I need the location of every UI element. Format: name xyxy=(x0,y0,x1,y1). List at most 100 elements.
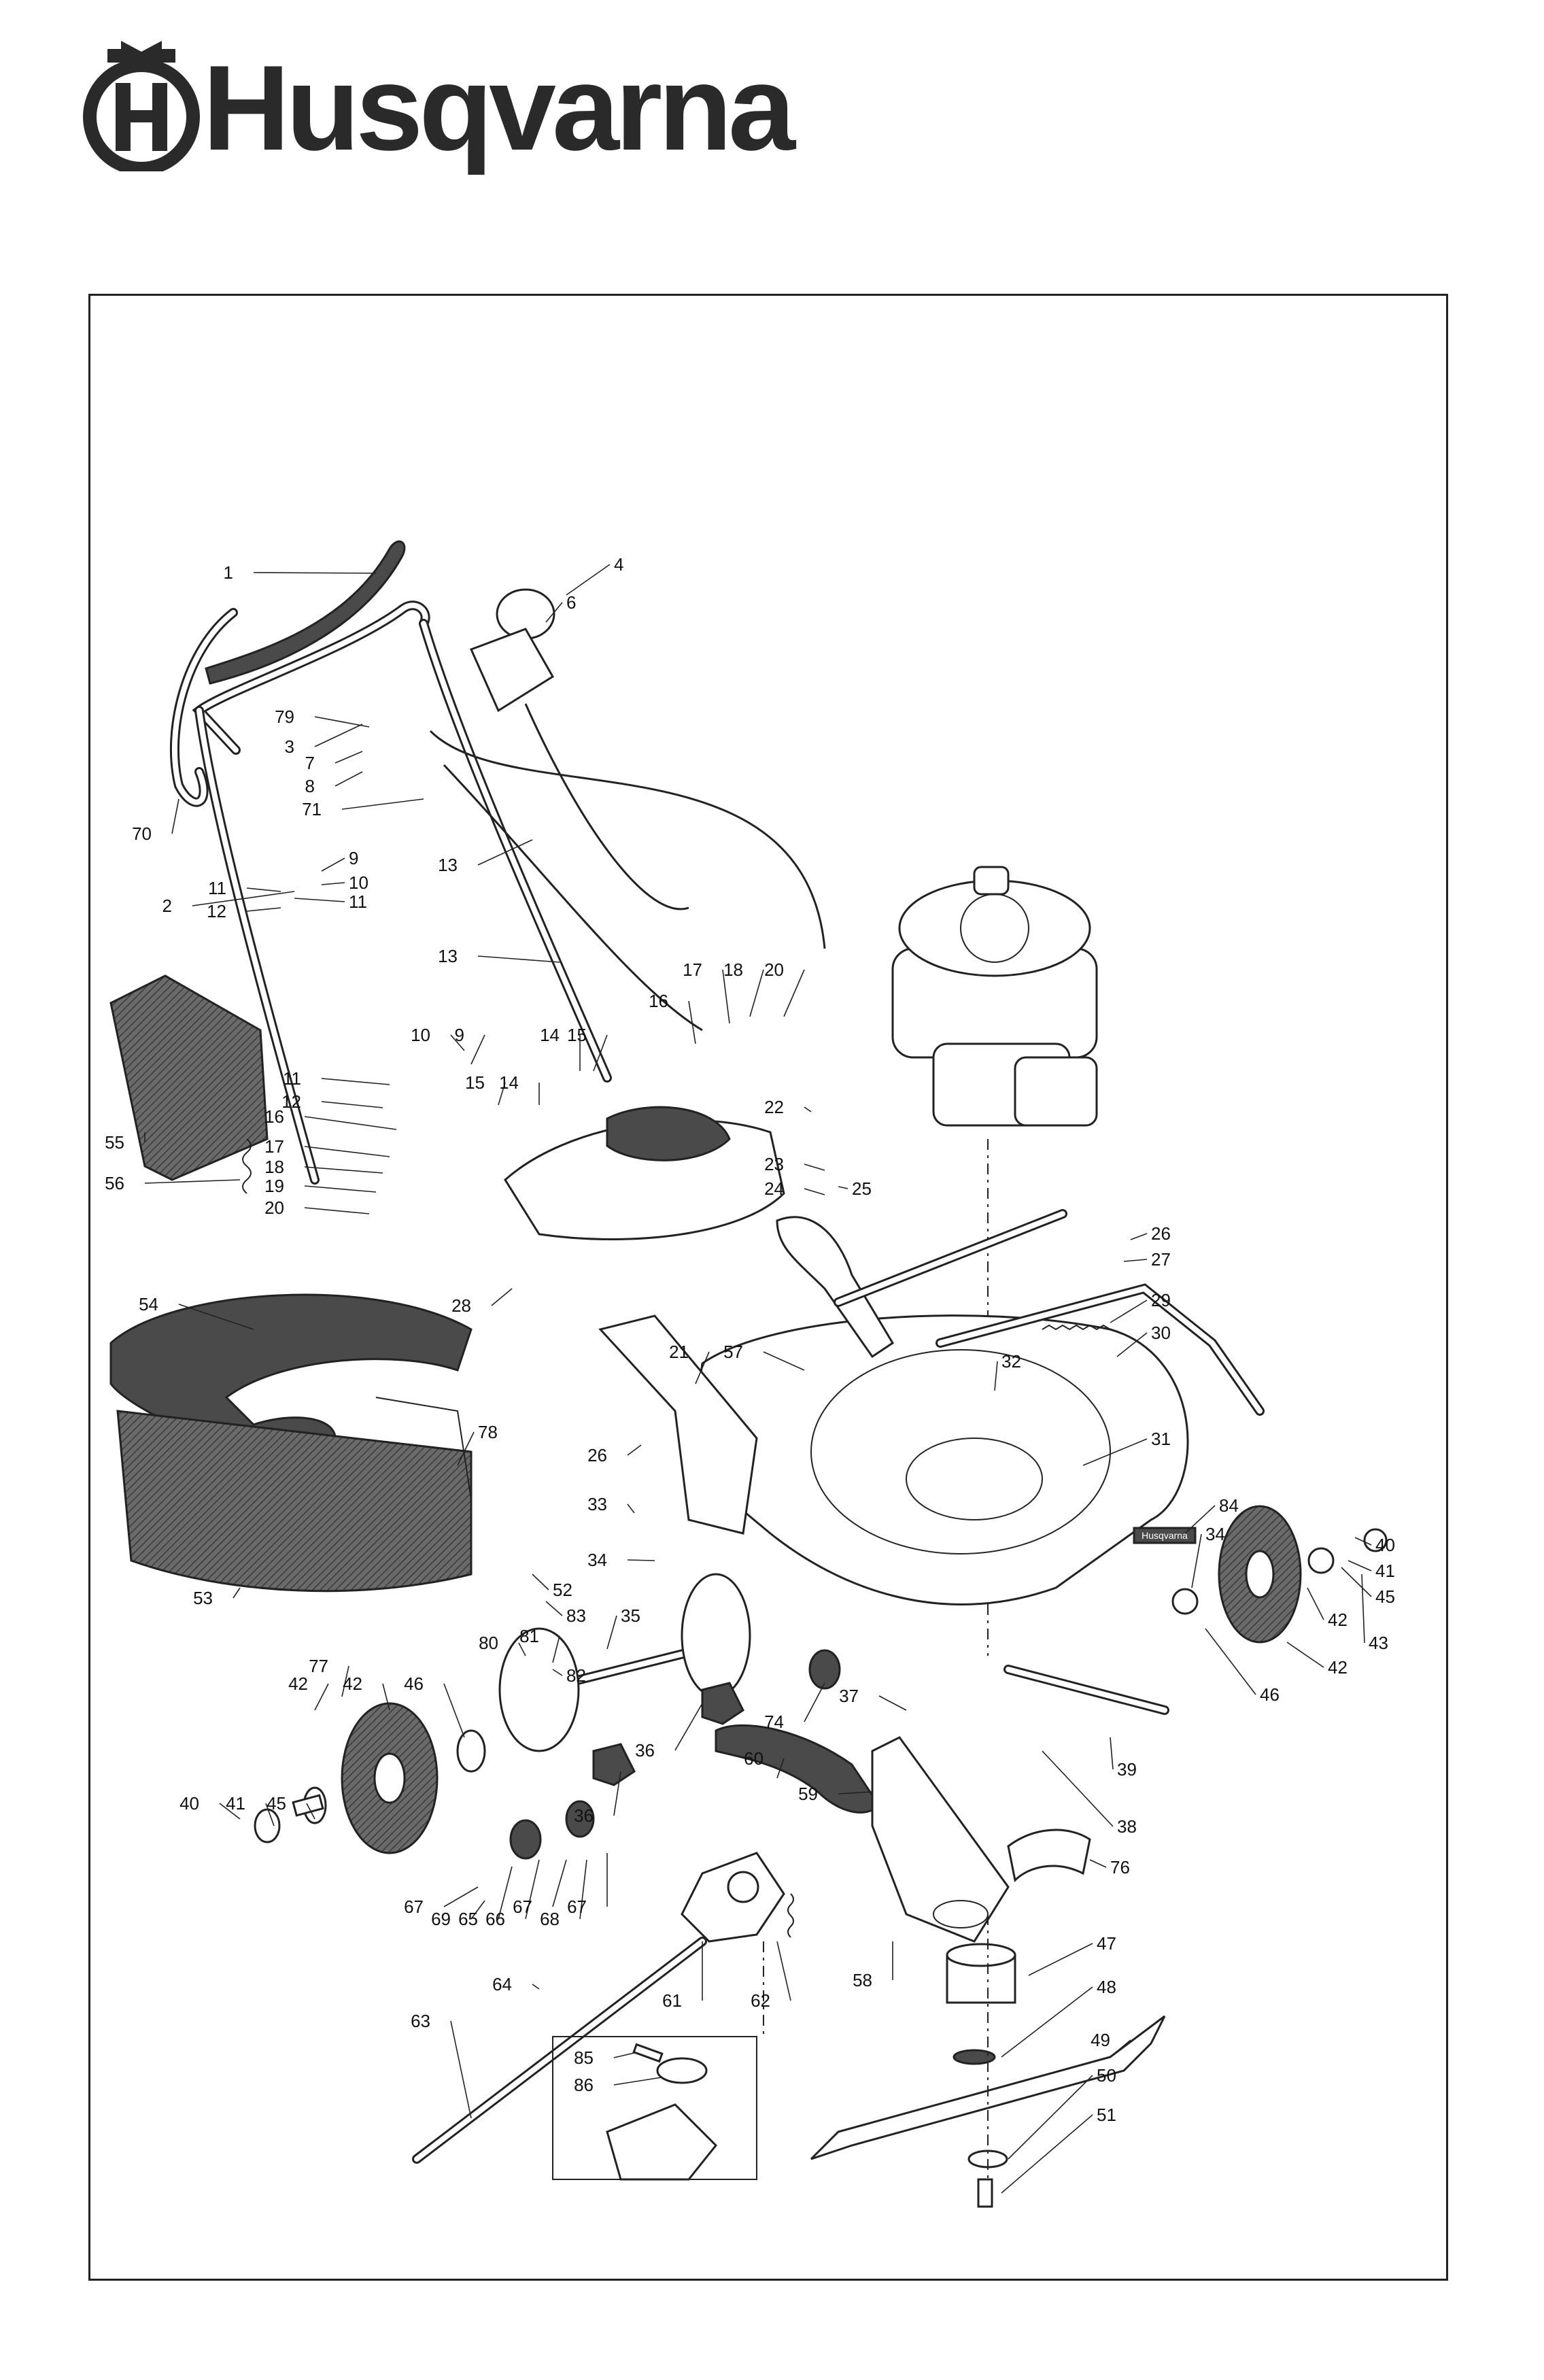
callout-number: 30 xyxy=(1151,1323,1171,1343)
callout-leader-line xyxy=(334,751,363,764)
callout-number: 82 xyxy=(566,1665,586,1686)
callout-part-80: 80 xyxy=(479,1633,526,1656)
callout-part-43: 43 xyxy=(1361,1574,1388,1653)
callout-number: 67 xyxy=(567,1897,587,1917)
callout-number: 52 xyxy=(553,1580,572,1600)
callout-part-17: 17 xyxy=(264,1136,390,1157)
callout-leader-line xyxy=(450,2020,472,2119)
callout-number: 46 xyxy=(404,1673,424,1694)
rear-cover-top xyxy=(606,1106,731,1161)
callout-leader-line xyxy=(579,1859,587,1920)
callout-leader-line xyxy=(613,2052,635,2058)
callout-part-18: 18 xyxy=(264,1157,383,1177)
callout-part-22: 22 xyxy=(764,1097,812,1117)
callout-leader-line xyxy=(695,1351,710,1384)
callout-leader-line xyxy=(566,564,611,596)
callout-leader-line xyxy=(321,1078,390,1085)
callout-part-26: 26 xyxy=(587,1444,642,1465)
callout-number: 40 xyxy=(179,1793,199,1814)
callout-part-45: 45 xyxy=(267,1793,315,1820)
callout-part-83: 83 xyxy=(545,1601,586,1626)
callout-leader-line xyxy=(749,969,764,1017)
callout-part-39: 39 xyxy=(1110,1737,1137,1780)
callout-part-40: 40 xyxy=(1354,1535,1395,1555)
callout-leader-line xyxy=(321,857,345,872)
callout-part-52: 52 xyxy=(532,1574,572,1600)
callout-leader-line xyxy=(477,955,560,963)
callout-part-69: 69 xyxy=(431,1900,485,1929)
callout-part-11: 11 xyxy=(294,891,367,912)
callout-leader-line xyxy=(304,1166,383,1174)
callout-number: 20 xyxy=(264,1197,284,1218)
callout-part-67: 67 xyxy=(513,1859,567,1917)
callout-leader-line xyxy=(192,891,295,906)
callout-number: 47 xyxy=(1097,1933,1116,1954)
callout-part-58: 58 xyxy=(853,1941,893,1990)
callout-part-16: 16 xyxy=(649,991,696,1044)
callout-part-47: 47 xyxy=(1028,1933,1116,1976)
callout-part-24: 24 xyxy=(764,1178,825,1199)
blade-adapter-top xyxy=(946,1943,1016,1967)
callout-number: 11 xyxy=(283,1068,301,1089)
mower-deck: Husqvarna xyxy=(687,1314,1197,1605)
throttle-cable xyxy=(524,703,689,911)
callout-leader-line xyxy=(1130,1233,1148,1240)
callout-number: 50 xyxy=(1097,2065,1116,2086)
callout-number: 81 xyxy=(519,1626,539,1646)
callout-number: 19 xyxy=(264,1176,284,1196)
callout-part-50: 50 xyxy=(1008,2065,1116,2160)
callout-leader-line xyxy=(178,1304,254,1330)
callout-leader-line xyxy=(443,1683,465,1738)
callout-part-33: 33 xyxy=(587,1494,635,1514)
callout-leader-line xyxy=(1184,1505,1216,1534)
callout-leader-line xyxy=(804,1188,825,1195)
callout-leader-line xyxy=(382,1683,390,1711)
callout-part-74: 74 xyxy=(764,1682,825,1732)
drive-pinion-left xyxy=(509,1819,542,1860)
callout-leader-line xyxy=(606,1615,617,1650)
callout-part-66: 66 xyxy=(485,1859,540,1929)
callout-leader-line xyxy=(304,1146,390,1157)
deck-spring xyxy=(1042,1324,1111,1331)
gear-cover-disc xyxy=(498,1627,580,1752)
callout-leader-line xyxy=(994,1361,998,1391)
callout-number: 33 xyxy=(587,1494,607,1514)
callout-leader-line xyxy=(1286,1642,1324,1668)
callout-leader-line xyxy=(314,724,363,747)
callout-leader-line xyxy=(306,1803,315,1820)
callout-number: 9 xyxy=(455,1025,464,1045)
callout-part-67: 67 xyxy=(404,1886,479,1917)
callout-part-19: 19 xyxy=(264,1176,377,1196)
callout-leader-line xyxy=(552,1669,563,1676)
callout-number: 37 xyxy=(839,1686,859,1706)
callout-leader-line xyxy=(1008,2075,1093,2160)
callout-leader-line xyxy=(804,1682,825,1722)
callout-leader-line xyxy=(171,798,179,834)
callout-part-82: 82 xyxy=(552,1665,586,1686)
callout-number: 12 xyxy=(281,1091,301,1112)
front-axle-inner xyxy=(1006,1667,1167,1713)
callout-part-60: 60 xyxy=(744,1748,785,1779)
callout-leader-line xyxy=(321,1101,383,1108)
inset-pin xyxy=(632,2043,664,2063)
callout-leader-line xyxy=(1191,1533,1202,1588)
callout-number: 42 xyxy=(1328,1657,1348,1678)
engine xyxy=(891,866,1098,1656)
callout-part-42: 42 xyxy=(288,1673,329,1711)
callout-number: 13 xyxy=(438,855,458,875)
callout-number: 26 xyxy=(1151,1223,1171,1244)
callout-number: 9 xyxy=(349,848,358,868)
callout-number: 28 xyxy=(451,1295,471,1316)
callout-number: 46 xyxy=(1260,1684,1280,1705)
callout-leader-line xyxy=(688,1000,696,1044)
callout-leader-line xyxy=(1341,1567,1372,1597)
callout-leader-line xyxy=(1042,1750,1114,1827)
callout-leader-line xyxy=(314,1683,329,1711)
callout-number: 18 xyxy=(264,1157,284,1177)
callout-leader-line xyxy=(304,1116,397,1130)
callout-part-53: 53 xyxy=(193,1587,241,1608)
husqvarna-logo: Husqvarna xyxy=(80,35,795,171)
callout-number: 58 xyxy=(853,1970,872,1990)
callout-part-25: 25 xyxy=(838,1178,872,1199)
callout-number: 64 xyxy=(492,1974,512,1994)
